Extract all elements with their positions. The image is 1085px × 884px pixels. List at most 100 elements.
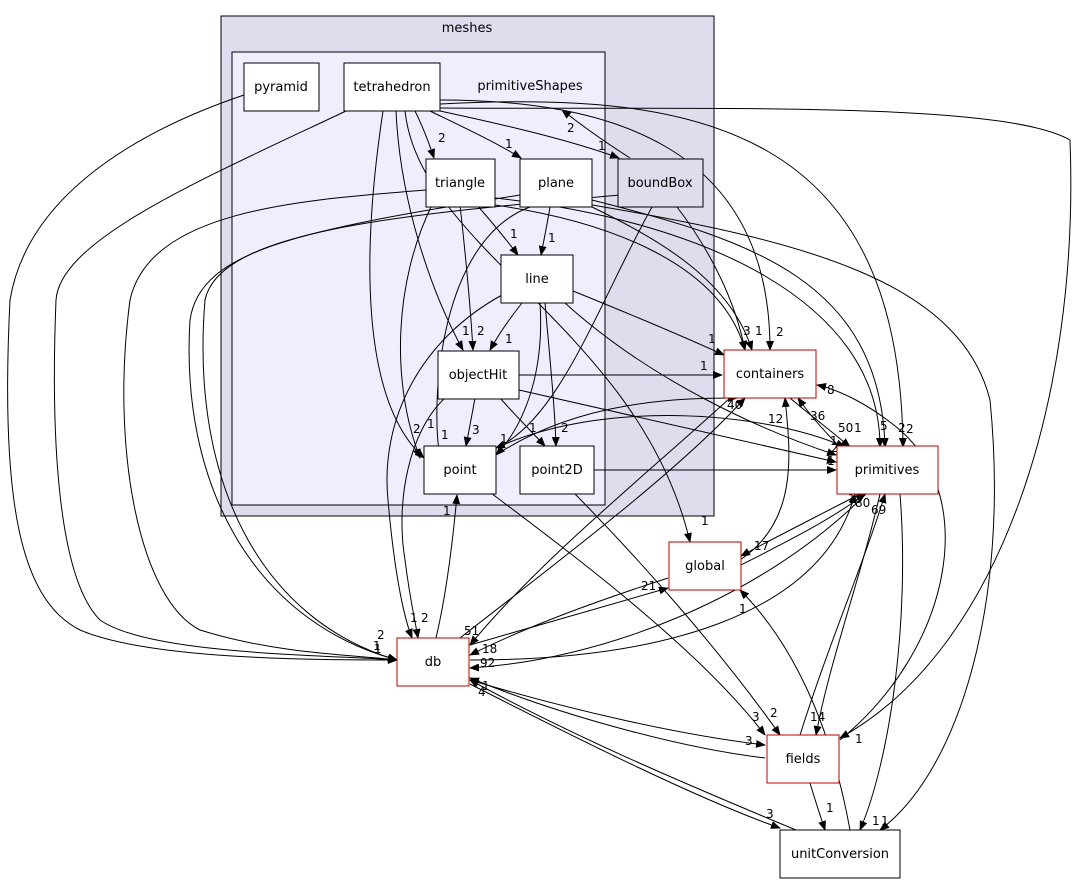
edge: [739, 589, 851, 831]
edge-label: 1: [441, 428, 449, 442]
edge-label: 1: [755, 324, 763, 338]
edge-label: 1: [510, 227, 518, 241]
edge: [459, 204, 477, 351]
edge: [469, 679, 766, 748]
edge: [574, 493, 781, 736]
node-label: triangle: [435, 176, 485, 191]
edge: [188, 194, 521, 662]
edge: [740, 493, 861, 557]
edge-label: 50: [838, 421, 853, 435]
node-plane[interactable]: plane: [519, 158, 593, 208]
edge-label: 1: [410, 611, 418, 625]
edge: [414, 110, 435, 159]
node-unitconversion[interactable]: unitConversion: [779, 829, 901, 879]
edge: [799, 493, 887, 736]
edge-label: 8: [827, 383, 835, 397]
node-label: global: [685, 559, 725, 574]
node-fields[interactable]: fields: [766, 734, 840, 784]
edge-label: 69: [871, 503, 886, 517]
node-label: boundBox: [627, 176, 692, 191]
edge-label: 2: [438, 131, 446, 145]
edge-label: 1: [443, 504, 451, 518]
edge-label: 1: [427, 417, 435, 431]
node-objecthit[interactable]: objectHit: [437, 350, 520, 400]
edge: [202, 194, 621, 662]
edge-label: 2: [377, 628, 385, 642]
edge: [739, 397, 790, 561]
edge: [439, 110, 620, 159]
edge-label: 1: [482, 679, 490, 693]
edge: [434, 206, 531, 459]
edge-label: 1: [830, 434, 838, 448]
node-label: primitives: [855, 463, 920, 478]
node-pyramid[interactable]: pyramid: [243, 62, 320, 112]
node-containers[interactable]: containers: [723, 349, 817, 399]
edge: [463, 397, 476, 447]
edge-label: 40: [727, 398, 742, 412]
edge-label: 1: [462, 324, 470, 338]
node-db[interactable]: db: [396, 637, 470, 687]
edge-label: 1: [854, 421, 862, 435]
edge-label: 1: [505, 137, 513, 151]
node-boundbox[interactable]: boundBox: [617, 158, 704, 208]
edge: [486, 489, 766, 736]
edge: [469, 493, 867, 672]
edge-label: 14: [810, 710, 825, 724]
node-line[interactable]: line: [500, 254, 574, 304]
node-label: pyramid: [254, 80, 308, 95]
edge: [809, 782, 826, 831]
edge: [469, 493, 857, 661]
node-tetrahedron[interactable]: tetrahedron: [343, 62, 441, 112]
edge: [469, 397, 731, 646]
edge-label: 2: [413, 422, 421, 436]
node-primitives[interactable]: primitives: [836, 445, 939, 495]
node-point2d[interactable]: point2D: [519, 445, 595, 495]
node-label: unitConversion: [791, 847, 889, 862]
edge: [386, 294, 503, 639]
edge-label: 3: [472, 423, 480, 437]
node-triangle[interactable]: triangle: [425, 158, 496, 208]
edge: [495, 206, 653, 449]
edge-label: 1: [872, 814, 880, 828]
node-label: plane: [538, 176, 574, 191]
edge-label: 1: [855, 732, 863, 746]
node-point[interactable]: point: [423, 445, 497, 495]
node-label: tetrahedron: [353, 80, 430, 95]
edge-label: 1: [374, 642, 382, 656]
edge-label: 1: [373, 639, 381, 653]
edge: [591, 204, 995, 831]
edge-label: 1: [500, 432, 508, 446]
edge-label: 2: [567, 121, 575, 135]
edge-label: 1: [881, 814, 889, 828]
edge-label: 2: [770, 706, 778, 720]
edge: [469, 679, 797, 831]
edge-labels: 2 1 1 2 1 1 1 1 2 1 1 2 1 3 1 2 3 1 2 1 …: [373, 121, 914, 828]
edge: [859, 493, 904, 831]
node-label: point: [443, 463, 476, 478]
edge-label: 2: [831, 441, 839, 455]
edge: [494, 204, 747, 351]
edge-label: 3: [745, 734, 753, 748]
edge-label: 12: [768, 412, 783, 426]
edge-label: 1: [598, 139, 606, 153]
edge-label: 2: [561, 421, 569, 435]
edge: [469, 586, 669, 646]
edge: [561, 109, 631, 159]
edge: [813, 493, 881, 736]
edge-label: 2: [906, 422, 914, 436]
edge-label: 4: [478, 685, 486, 699]
node-global[interactable]: global: [668, 541, 742, 591]
edge: [591, 206, 754, 351]
edge: [544, 302, 560, 447]
edge: [476, 204, 519, 256]
edge-label: 2: [776, 325, 784, 339]
edge: [495, 394, 738, 456]
edge-label: 1: [827, 454, 835, 468]
edge: [401, 397, 446, 639]
edge-label: 2: [477, 324, 485, 338]
edge-label: 18: [482, 642, 497, 656]
edge-label: 17: [848, 492, 863, 506]
edge: [395, 110, 464, 351]
edge: [439, 107, 1072, 739]
